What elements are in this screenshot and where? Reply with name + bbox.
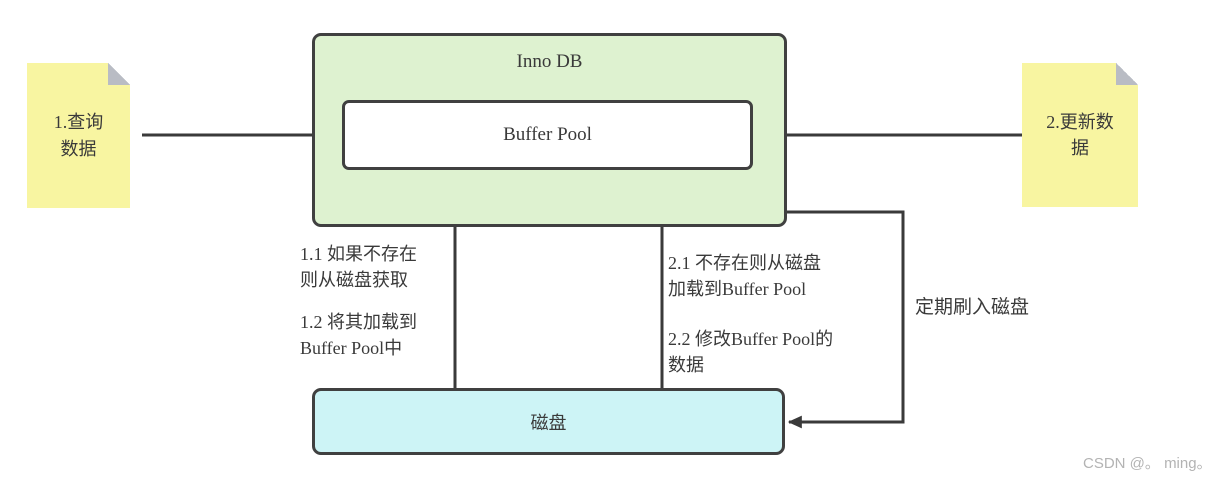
disk-label: 磁盘 [530,412,567,433]
annotation-1-2: 1.2 将其加载到 Buffer Pool中 [300,312,417,358]
note-update-label: 2.更新数 据 [1046,111,1114,158]
annotation-2-2: 2.2 修改Buffer Pool的 数据 [668,329,834,375]
annotation-1-1: 1.1 如果不存在 则从磁盘获取 [300,244,417,290]
sticky-note-update: 2.更新数 据 [1022,63,1138,207]
folded-corner-icon [108,63,130,85]
csdn-watermark: CSDN @。 ming。 [1083,455,1212,472]
disk-box: 磁盘 [312,388,785,455]
note-query-label: 1.查询 数据 [53,112,104,159]
buffer-pool-label: Buffer Pool [503,124,592,145]
folded-corner-icon [1116,63,1138,85]
annotation-flush: 定期刷入磁盘 [915,297,1030,318]
innodb-title: Inno DB [516,51,583,72]
annotation-2-1: 2.1 不存在则从磁盘 加载到Buffer Pool [668,253,821,299]
sticky-note-query: 1.查询 数据 [27,63,130,208]
buffer-pool-box: Buffer Pool [342,100,753,170]
